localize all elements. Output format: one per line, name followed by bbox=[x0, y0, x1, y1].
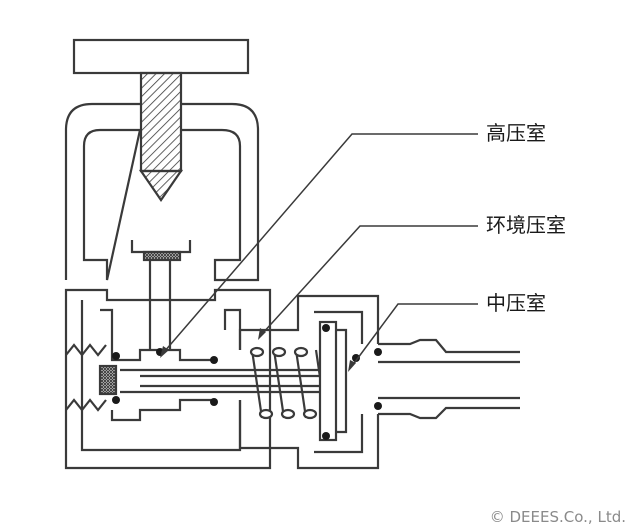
valve-body bbox=[64, 288, 272, 470]
label-ambient-pressure-chamber: 环境压室 bbox=[486, 213, 566, 237]
left-chamber bbox=[110, 348, 215, 422]
label-medium-pressure-chamber: 中压室 bbox=[486, 291, 546, 315]
inlet-thread-bottom bbox=[65, 398, 107, 412]
piston-housing bbox=[238, 294, 380, 470]
diaphragm-assembly bbox=[130, 240, 192, 262]
piston-head bbox=[318, 320, 338, 442]
o-rings bbox=[112, 324, 382, 440]
adjust-knob-plate bbox=[72, 38, 250, 75]
leader-ambient-pressure bbox=[261, 225, 478, 335]
label-high-pressure-chamber: 高压室 bbox=[486, 121, 546, 145]
leader-medium-pressure bbox=[351, 303, 478, 367]
valve-stem bbox=[148, 260, 172, 350]
bonnet bbox=[64, 102, 260, 282]
inlet-thread-top bbox=[65, 343, 107, 357]
adjust-screw bbox=[138, 71, 184, 202]
arrow-high-pressure bbox=[160, 346, 169, 358]
leader-high-pressure bbox=[163, 133, 478, 353]
outlet-nozzle bbox=[378, 338, 520, 420]
piston-spring bbox=[249, 346, 328, 420]
hp-seat bbox=[98, 364, 118, 396]
copyright-notice: © DEEES.Co., Ltd. bbox=[489, 508, 626, 526]
piston-shaft bbox=[120, 368, 330, 394]
arrow-medium-pressure bbox=[348, 360, 356, 372]
arrow-ambient-pressure bbox=[258, 328, 266, 340]
